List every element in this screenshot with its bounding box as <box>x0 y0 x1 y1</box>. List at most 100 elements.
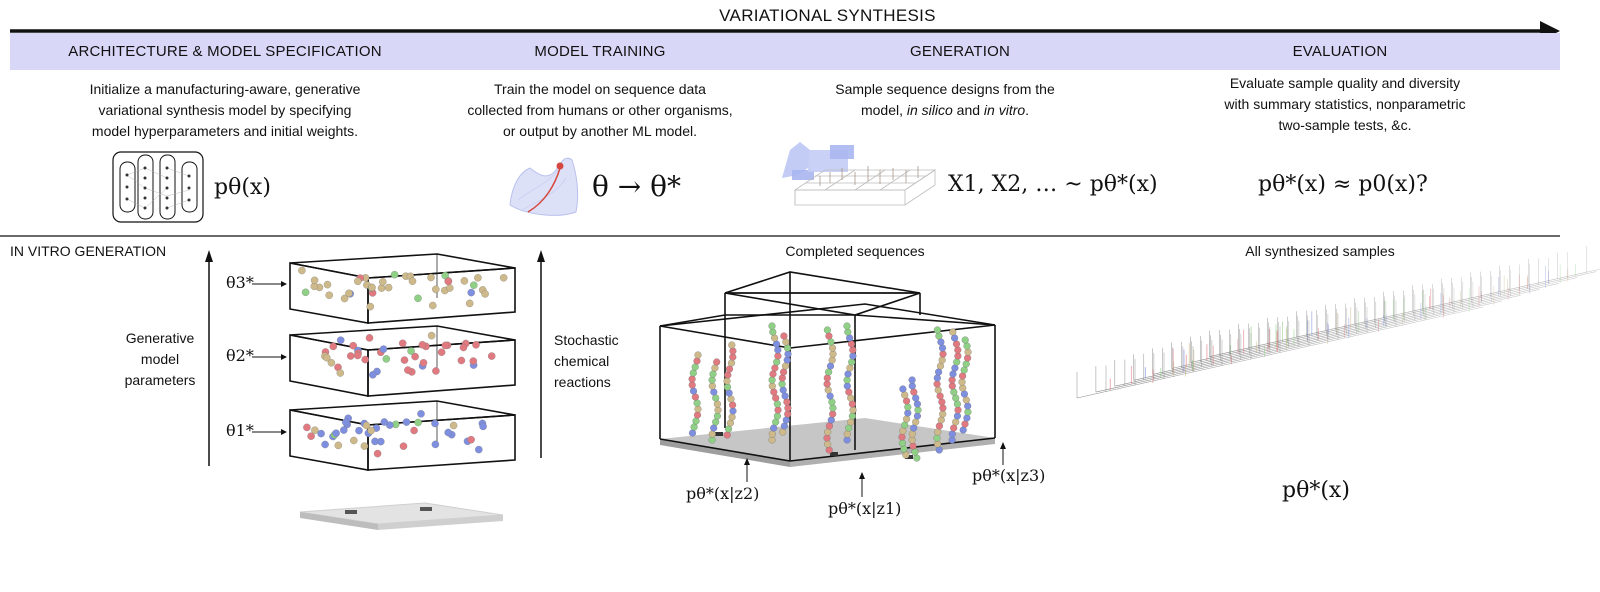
formula-p-theta: pθ(x) <box>214 175 271 200</box>
sample-grid-line <box>1490 290 1520 298</box>
layer-dot <box>369 371 377 379</box>
layer-dot <box>365 334 374 342</box>
sample-grid-line <box>1404 314 1434 322</box>
layer-dot <box>311 426 319 434</box>
sequence-bead <box>772 394 780 402</box>
sample-grid-line <box>1258 342 1288 350</box>
sequence-bead <box>952 418 960 426</box>
sequence-bead <box>779 386 787 394</box>
layer-dot <box>303 423 311 432</box>
sample-grid-line <box>1210 354 1240 362</box>
sample-grid-line <box>1355 322 1385 330</box>
sequence-bead <box>845 424 853 432</box>
sequence-bead <box>846 334 854 342</box>
sample-grid-line <box>1152 367 1182 375</box>
sample-grid-line <box>1519 283 1549 291</box>
sequence-bead <box>902 451 910 459</box>
sequence-bead <box>725 389 733 397</box>
sample-grid-line <box>1538 277 1568 285</box>
layer-dot <box>398 339 407 348</box>
layer-dot <box>327 359 336 367</box>
sequence-bead <box>938 356 946 364</box>
sample-grid-line <box>1248 342 1278 350</box>
sequence-bead <box>848 400 856 408</box>
layer-dot <box>368 283 376 292</box>
sequence-bead <box>688 375 696 383</box>
sequence-bead <box>913 454 921 462</box>
layer-dot <box>301 288 310 297</box>
layer-dot <box>379 345 388 353</box>
sequence-bead <box>951 334 959 342</box>
sample-grid-line <box>1288 340 1318 348</box>
sequence-bead <box>725 365 734 373</box>
sequence-bead <box>723 383 732 391</box>
sample-grid-line <box>1191 360 1221 368</box>
sequence-bead <box>843 430 851 438</box>
sequence-bead <box>768 376 776 384</box>
sequence-bead <box>948 376 956 384</box>
synthesis-plate <box>299 502 504 530</box>
layer-dot <box>474 274 482 282</box>
sample-grid-line <box>1453 306 1484 314</box>
sequence-bead <box>783 356 791 364</box>
sequence-bead <box>825 446 833 454</box>
layer-dot <box>390 270 399 279</box>
sequence-bead <box>771 364 779 372</box>
sequence-bead <box>772 340 781 348</box>
sample-grid-line <box>1308 339 1339 347</box>
sequence-bead <box>845 388 853 396</box>
sequence-bead <box>723 377 731 385</box>
sequence-bead <box>848 358 856 366</box>
sequence-bead <box>773 358 781 366</box>
layer-dot <box>332 429 340 437</box>
layer-dot <box>307 432 315 440</box>
sample-grid-line <box>1306 329 1336 337</box>
sample-grid-line <box>1201 359 1231 367</box>
sequence-bead <box>826 362 835 370</box>
layer-dot <box>377 284 386 292</box>
layer-dot <box>427 331 436 340</box>
sample-grid-line <box>1424 313 1455 321</box>
sample-grid-line <box>1354 317 1384 325</box>
sequence-bead <box>781 362 790 370</box>
sample-grid-line <box>1383 310 1413 318</box>
sequence-bead <box>768 430 776 438</box>
layer-dot <box>410 426 418 435</box>
sequence-bead <box>772 418 780 426</box>
sample-grid-line <box>1250 352 1281 360</box>
synthesis-robot-icon <box>782 142 937 206</box>
layer-dot <box>444 277 453 286</box>
sample-grid-line <box>1375 320 1405 328</box>
sequence-bead <box>910 388 918 396</box>
sequence-bead <box>959 372 967 380</box>
sequence-bead <box>691 393 699 401</box>
sample-grid-line <box>1384 315 1414 323</box>
layer-dot <box>414 418 422 427</box>
layer-dot <box>340 294 349 303</box>
layer-dot <box>429 301 437 310</box>
layer-dot <box>336 336 345 344</box>
layer-dot <box>353 351 362 360</box>
sequence-bead <box>908 376 916 384</box>
sequence-bead <box>689 387 698 395</box>
layer-dot <box>362 421 371 430</box>
sequence-bead <box>960 390 968 398</box>
sequence-bead <box>934 440 942 448</box>
sample-grid-line <box>1337 332 1368 340</box>
layer-dot <box>317 429 325 438</box>
layer-dot <box>460 277 469 285</box>
sequence-bead <box>953 358 961 366</box>
sequence-bead <box>828 344 837 352</box>
sequence-bead <box>935 422 943 430</box>
sequence-bead <box>693 357 701 365</box>
sequence-bead <box>774 352 782 360</box>
stage-header-architecture: ARCHITECTURE & MODEL SPECIFICATION <box>68 43 382 60</box>
sequence-bead <box>964 354 972 362</box>
sample-grid-line <box>1412 304 1442 312</box>
sequence-bead <box>771 334 779 342</box>
completed-sequences-title: Completed sequences <box>785 243 925 259</box>
sequence-bead <box>692 417 700 425</box>
